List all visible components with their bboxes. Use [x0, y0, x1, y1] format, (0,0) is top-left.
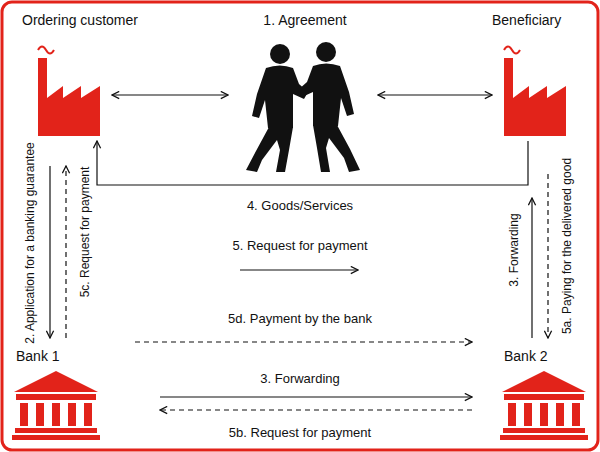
edge-label: 5a. Paying for the delivered good [560, 156, 575, 336]
floating-arrow [240, 269, 358, 270]
handshake-figure: 1. Agreement [240, 40, 370, 175]
connector-arrow [531, 198, 532, 338]
connector-arrow [49, 166, 50, 338]
node-heading: Beneficiary [492, 12, 561, 29]
factory-icon: Ordering customer [38, 56, 100, 136]
connector-arrow [97, 141, 528, 185]
edge-label: 5d. Payment by the bank [226, 311, 374, 326]
handshake-figure [246, 42, 360, 172]
node-heading: Bank 1 [12, 348, 110, 365]
connector-arrow [547, 174, 548, 338]
node-heading: Bank 2 [500, 348, 598, 365]
bank-icon: Bank 1 [12, 348, 110, 440]
factory-icon [504, 47, 566, 137]
connector-arrow [378, 94, 492, 95]
edge-label: 4. Goods/Services [245, 198, 355, 213]
edge-label: 3. Forwarding [507, 211, 522, 288]
connector-arrow [112, 94, 228, 95]
edge-label: 5c. Request for payment [78, 165, 93, 300]
node-heading: Ordering customer [22, 12, 138, 29]
connector-arrow [160, 409, 472, 410]
flow-label: 5. Request for payment [230, 238, 369, 253]
bank-icon: Bank 2 [500, 348, 598, 440]
edge-label: 2. Application for a banking guarantee [23, 140, 38, 345]
connector-arrow [135, 341, 472, 342]
connector-arrow [65, 166, 66, 338]
bank-icon [500, 371, 588, 440]
edge-label: 5b. Request for payment [227, 425, 373, 440]
edge-label: 3. Forwarding [258, 371, 341, 386]
factory-icon [38, 47, 100, 137]
bank-icon [12, 371, 100, 440]
connector-arrow [160, 396, 472, 397]
node-heading: 1. Agreement [263, 12, 346, 29]
factory-icon: Beneficiary [504, 56, 566, 136]
